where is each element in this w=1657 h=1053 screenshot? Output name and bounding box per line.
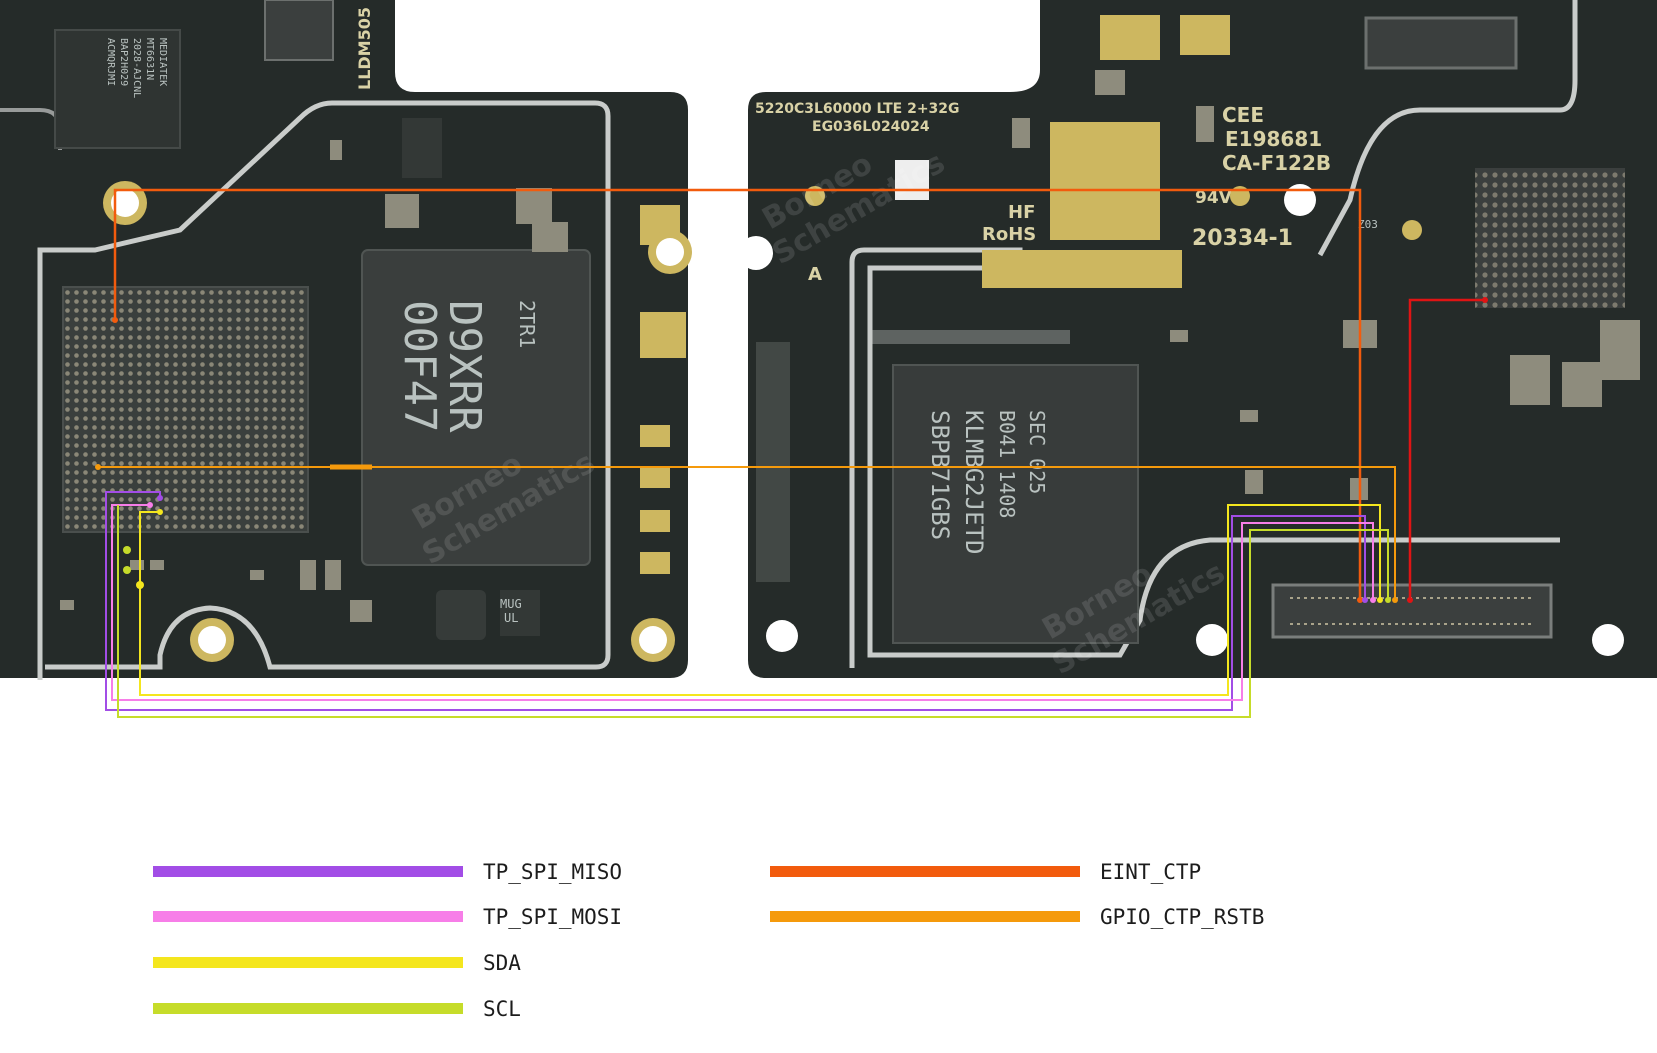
pmic-bga [1475,168,1625,308]
legend-swatch [153,866,463,877]
signal-traces [95,188,1488,718]
legend-item-tp-spi-miso: TP_SPI_MISO [153,860,622,884]
legend-label: SDA [483,951,521,975]
mug-label-1: MUG [500,597,522,611]
mtk-line-3: 2028-AJCNL [131,38,142,98]
mtk-line-5: ACMQRJMI [105,38,116,86]
legend-swatch [153,957,463,968]
left-board: 2TR1 D9XRR 00F47 MEDIATEK MT6631N 2028-A… [0,0,692,680]
trace-eint-ctp [113,188,1362,600]
ram-chip [361,249,591,566]
silk-model: 5220C3L60000 LTE 2+32G [755,101,960,117]
silk-rohs: RoHS [982,224,1036,245]
legend: TP_SPI_MISO TP_SPI_MOSI SDA SCL EINT_CTP… [153,860,1264,1021]
silk-hf: HF [1008,202,1035,223]
right-board: SEC 025 B041 1408 KLMBG2JETD SBPB71GBS 5… [739,0,1657,678]
silk-lldm505: LLDM505 [355,7,374,90]
emmc-line-4: SBPB71GBS [926,410,954,540]
legend-item-gpio-ctp-rstb: GPIO_CTP_RSTB [770,905,1264,929]
ram-label-3: 00F47 [394,300,445,432]
legend-label: EINT_CTP [1100,860,1201,884]
cert-ul: E198681 [1225,127,1322,151]
legend-label: SCL [483,997,521,1021]
cert-cee: CEE [1222,103,1264,127]
silk-date: 20334-1 [1192,226,1293,251]
z03-label: Z03 [1358,218,1378,231]
top-connector [1364,16,1518,70]
legend-item-tp-spi-mosi: TP_SPI_MOSI [153,905,622,929]
legend-swatch [153,911,463,922]
emmc-line-3: KLMBG2JETD [960,410,988,555]
silk-lot: EG036L024024 [812,119,930,135]
legend-swatch [770,866,1080,877]
legend-item-sda: SDA [153,951,521,975]
ctp-connector [1271,583,1553,639]
mtk-line-2: MT6631N [144,38,155,80]
emmc-line-1: SEC 025 [1025,410,1049,494]
legend-label: TP_SPI_MISO [483,860,622,884]
mug-label-2: UL [504,611,518,625]
legend-item-eint-ctp: EINT_CTP [770,860,1201,884]
ram-label-1: 2TR1 [515,300,539,348]
legend-swatch [770,911,1080,922]
soc-bga [62,286,309,533]
mtk-line-4: BAP2H029 [118,38,129,86]
emmc-chip [892,364,1139,644]
silk-a: A [808,264,822,285]
trace-sda [139,504,1381,696]
trace-tp-spi-miso [105,491,1366,711]
legend-item-scl: SCL [153,997,521,1021]
mediatek-chip [54,29,181,149]
legend-swatch [153,1003,463,1014]
legend-label: TP_SPI_MOSI [483,905,622,929]
trace-gpio-ctp-rstb [98,466,1396,600]
trace-scl [117,505,1389,718]
emmc-line-2: B041 1408 [995,410,1019,518]
trace-tp-spi-mosi [111,504,1374,701]
ram-label-2: D9XRR [439,300,490,433]
legend-label: GPIO_CTP_RSTB [1100,905,1264,929]
cert-csa: CA-F122B [1222,151,1331,175]
mtk-line-1: MEDIATEK [157,38,168,86]
